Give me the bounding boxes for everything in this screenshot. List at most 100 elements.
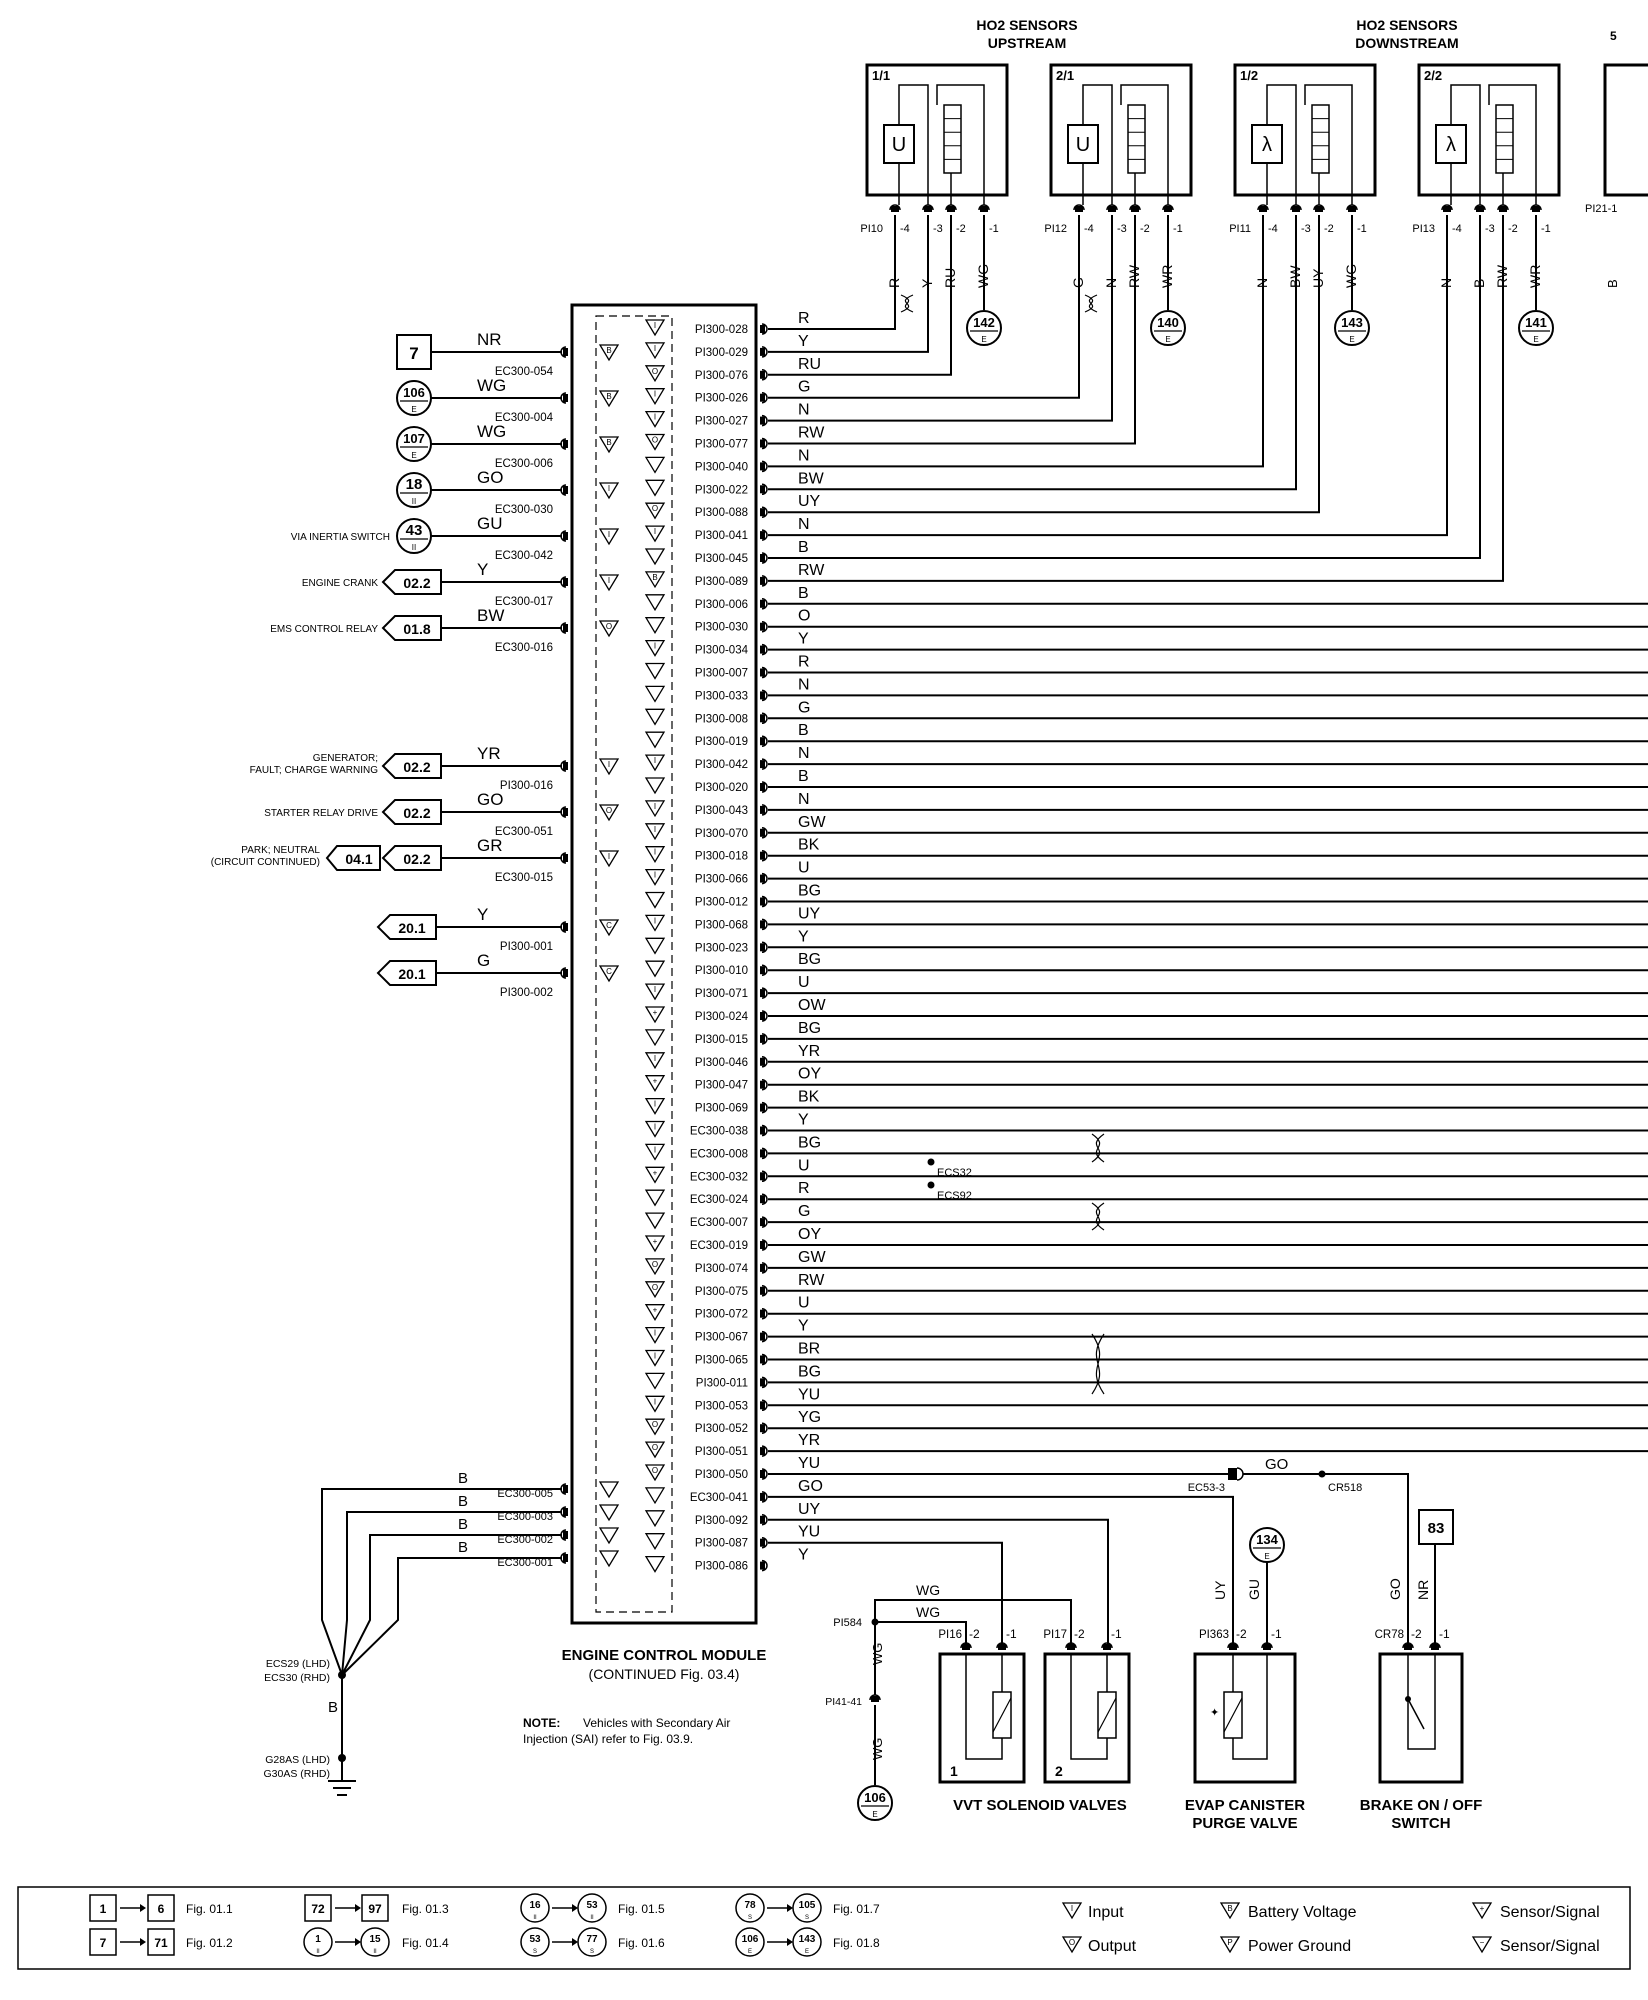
ecm-pin-pi300-092-cup: [761, 1514, 768, 1526]
ecm-pin-pi300-069-pin: [760, 1103, 765, 1112]
brake-title-l2: SWITCH: [1391, 1815, 1450, 1832]
ecm-pin-pi300-068-triangle: [644, 914, 666, 932]
legend-r2-g: 106: [742, 1934, 759, 1945]
ecm-pin-ec300-008-pin: [760, 1149, 765, 1158]
ecm-pin-ec300-024-wire-color: R: [798, 1180, 810, 1197]
legend-output-icon-mark: O: [1069, 1938, 1075, 1947]
ecm-pin-ec300-032-triangle: [644, 1166, 666, 1184]
ecm-pin-pi300-045-pin: [760, 554, 765, 562]
ground-wire-2-conn: EC300-002: [497, 1534, 553, 1546]
ecm-pin-ec300-032-mark: +: [653, 1168, 658, 1177]
sensor-1-2-pin1-cup: [1290, 204, 1302, 211]
ecm-pin-pi300-028-label: PI300-028: [695, 324, 748, 336]
vvt-wire-top1: WG: [916, 1582, 940, 1598]
ecm-pin-pi300-068-pin: [760, 920, 765, 929]
sensor-2-2-pin0-pin: [1443, 206, 1451, 212]
brake-wire-nr-label: NR: [1415, 1580, 1431, 1600]
sensor-2-1-pin1-pin: [1108, 206, 1116, 212]
ecm-pin-pi300-076-triangle: [644, 365, 666, 383]
ecm-pin-pi300-018-pin: [760, 851, 765, 860]
legend-r1-h: 105: [799, 1900, 816, 1911]
legend-r2-d-circle: [360, 1927, 390, 1957]
sensor-2-2-symbol: λ: [1446, 134, 1456, 156]
left-conn-10-sig-triangle: [598, 919, 620, 937]
ecm-pin-pi300-075-triangle: [644, 1281, 666, 1299]
ecm-pin-pi300-034-label: PI300-034: [695, 645, 749, 657]
ecm-subtitle: (CONTINUED Fig. 03.4): [589, 1666, 740, 1682]
left-conn-4-ref-number: 43: [406, 522, 423, 539]
ecm-pin-pi300-053-pin: [760, 1401, 765, 1410]
sensor-2-2-trace: [1450, 84, 1481, 205]
left-conn-7-wire-color: YR: [477, 744, 501, 763]
ecm-pin-ec300-024-label: EC300-024: [690, 1194, 749, 1206]
ecm-pin-pi300-086-wire-color: Y: [798, 1547, 809, 1564]
legend-power-ground: Power Ground: [1248, 1938, 1351, 1955]
ecm-pin-pi300-051-label: PI300-051: [695, 1446, 748, 1458]
sensor-1-1-pin-label: -3: [933, 223, 943, 235]
ecm-pin-pi300-045-wire-color: B: [798, 539, 809, 556]
left-conn-11-wire-color: G: [477, 951, 490, 970]
sensor-1-2-heater-trace: [1304, 84, 1353, 205]
ecm-pin-pi300-086-cup: [761, 1559, 768, 1572]
legend-input-icon-mark: I: [1071, 1904, 1073, 1913]
legend-r1-e-sub: II: [533, 1915, 537, 1921]
legend-sensor1: Sensor/Signal: [1500, 1904, 1600, 1921]
wire-to-sensor: [768, 215, 952, 376]
legend-r2-f-sub: S: [590, 1949, 594, 1955]
vvt-valve-2-num: 2: [1055, 1763, 1063, 1779]
sensor-2-1-pin0-pin: [1075, 206, 1083, 212]
ecm-pin-pi300-087-label: PI300-087: [695, 1538, 748, 1550]
sensor-2-2-id: 2/2: [1424, 68, 1442, 83]
ecm-pin-ec300-007-label: EC300-007: [690, 1217, 748, 1229]
legend-r1-f-circle: [577, 1893, 607, 1923]
left-conn-3-sig-triangle: [598, 482, 620, 500]
vvt-ref-sub: E: [872, 1810, 877, 1819]
ecm-pin-pi300-010-pin: [760, 966, 765, 975]
ecm-pin-pi300-011-label: PI300-011: [696, 1377, 748, 1389]
sensor-1-1-pin2-cup: [945, 204, 957, 211]
left-conn-4-desc: VIA INERTIA SWITCH: [291, 532, 390, 543]
ecm-pin-pi300-053-cup: [761, 1399, 768, 1412]
legend-r2-d-sub: II: [373, 1949, 377, 1955]
left-conn-11-conn: PI300-002: [500, 987, 553, 999]
left-conn-7-ref: 02.2: [403, 759, 430, 775]
ecm-pin-pi300-047-mark: +: [653, 1077, 658, 1086]
legend-r2-e-circle: [520, 1927, 550, 1957]
ecm-pin-pi300-077-wire-color: RW: [798, 425, 825, 442]
left-conn-2-pin: [563, 440, 568, 448]
left-conn-2-sig-triangle: [598, 436, 620, 454]
ecm-pin-pi300-070-cup: [761, 827, 768, 839]
ecm-pin-pi300-023-cup: [761, 941, 768, 954]
ecm-pin-pi300-027-cup: [761, 414, 768, 427]
ecm-pin-pi300-043-cup: [761, 804, 768, 816]
left-conn-7-pin: [563, 762, 568, 770]
sensor-2-1-pin2-cup: [1129, 204, 1141, 211]
ecm-pin-pi300-089-pin: [760, 576, 765, 585]
ground-wire-1-path: [341, 1511, 562, 1676]
splice-ecs92-dot: [927, 1181, 935, 1189]
ecm-pin-pi300-088-cup: [761, 506, 768, 518]
ecm-pin-pi300-020-label: PI300-020: [695, 782, 748, 794]
legend-r2-fig3: Fig. 01.6: [618, 1936, 665, 1950]
vvt-wire-wg1: [875, 1621, 967, 1648]
legend-output-icon-triangle: [1061, 1936, 1083, 1954]
left-conn-6-wire-color: BW: [477, 606, 504, 625]
vvt-valve-1-conn: PI16: [938, 1629, 962, 1641]
evap-pin2-label: -2: [1236, 1627, 1247, 1641]
evap-pin1-label: -1: [1271, 1627, 1282, 1641]
ecm-pin-pi300-075-label: PI300-075: [695, 1286, 748, 1298]
ecm-pin-pi300-047-pin: [760, 1080, 765, 1089]
sensor-1-1-pin1-cup: [922, 204, 934, 211]
ecm-pin-pi300-012-pin: [760, 897, 765, 906]
legend-r1-d-box: [361, 1894, 389, 1922]
sensor-2-2-pin0-cup: [1441, 204, 1453, 211]
sensor-2-1-heater-trace: [1120, 84, 1169, 205]
left-conn-9-ref-arrow: [381, 845, 442, 871]
legend-r1-f-sub: II: [590, 1915, 594, 1921]
legend-sensor1-icon-mark: +: [1480, 1904, 1485, 1913]
legend-r2-f: 77: [586, 1934, 598, 1945]
legend-sensor2-icon-triangle: [1471, 1936, 1493, 1954]
ecm-pin-pi300-006-triangle: [644, 594, 666, 612]
legend-r2-arrow2-head: [355, 1938, 361, 1946]
